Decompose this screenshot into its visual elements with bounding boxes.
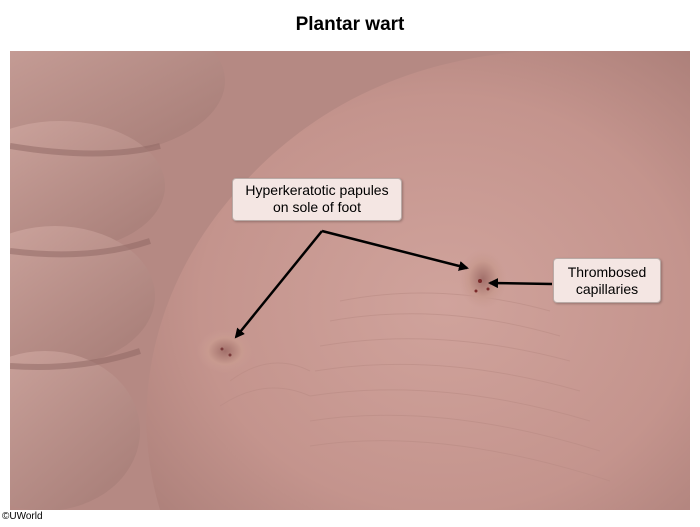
label-thrombosed-capillaries: Thrombosed capillaries [553, 258, 661, 303]
wart-lesion-right [459, 249, 507, 309]
wart-lesion-left [197, 329, 253, 373]
toe-shape [10, 226, 155, 366]
label-thrombosed-line2: capillaries [575, 281, 639, 297]
figure-title: Plantar wart [295, 14, 405, 35]
label-hyperkeratotic-line1: Hyperkeratotic papules [245, 182, 389, 198]
sole-shape [146, 51, 690, 510]
label-thrombosed-line1: Thrombosed [567, 264, 647, 280]
label-hyperkeratotic-papules: Hyperkeratotic papules on sole of foot [232, 178, 402, 221]
copyright-notice: ©UWorld [2, 511, 43, 522]
toe-shape [10, 351, 140, 510]
label-hyperkeratotic-line2: on sole of foot [273, 199, 361, 215]
